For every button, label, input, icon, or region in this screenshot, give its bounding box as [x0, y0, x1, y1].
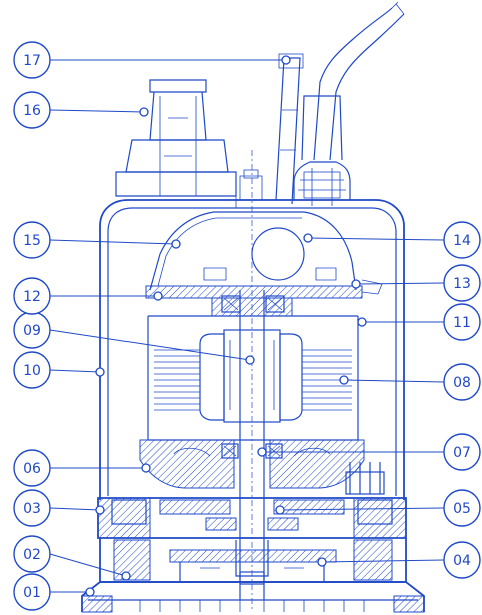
- callout-leader-05: [279, 507, 445, 511]
- discharge-outlet: [115, 79, 237, 197]
- callout-11: 11: [443, 303, 481, 341]
- callout-circle-11: [443, 303, 481, 341]
- callout-16: 16: [13, 91, 51, 129]
- callout-circle-13: [443, 264, 481, 302]
- callout-pointer-12: [153, 291, 163, 301]
- callout-01: 01: [13, 573, 51, 611]
- lifting-handle: [275, 53, 304, 205]
- callout-leader-08: [343, 379, 445, 383]
- callout-pointer-02: [121, 571, 131, 581]
- callout-07: 07: [443, 433, 481, 471]
- callout-number-13: 13: [453, 276, 471, 292]
- callout-pointer-08: [339, 375, 349, 385]
- callout-leader-09: [49, 329, 251, 361]
- callout-number-17: 17: [23, 53, 41, 69]
- motor-stator: [147, 315, 359, 441]
- callout-17: 17: [13, 41, 51, 79]
- cable-gland: [293, 95, 351, 206]
- callout-leader-13: [355, 282, 445, 285]
- callout-circle-06: [13, 449, 51, 487]
- callout-pointer-13: [351, 279, 361, 289]
- callout-pointer-01: [85, 587, 95, 597]
- callout-pointer-14: [303, 233, 313, 243]
- callout-09: 09: [13, 311, 51, 349]
- callout-circle-04: [443, 541, 481, 579]
- callout-15: 15: [13, 221, 51, 259]
- callout-number-11: 11: [453, 315, 471, 331]
- callout-circle-08: [443, 363, 481, 401]
- rotor-shaft: [223, 150, 281, 612]
- stator-laminations-left: [154, 349, 200, 411]
- power-cable: [313, 1, 405, 161]
- callout-circle-14: [443, 221, 481, 259]
- callout-number-02: 02: [23, 547, 41, 563]
- inner-cover: [149, 211, 357, 291]
- callout-pointer-17: [281, 55, 291, 65]
- callout-leader-16: [49, 109, 145, 113]
- callout-number-03: 03: [23, 501, 41, 517]
- callout-05: 05: [443, 489, 481, 527]
- callout-leader-04: [321, 559, 445, 563]
- callout-leader-02: [49, 553, 127, 577]
- callout-number-07: 07: [453, 445, 471, 461]
- callout-pointer-16: [139, 107, 149, 117]
- callout-circle-02: [13, 535, 51, 573]
- callout-number-15: 15: [23, 233, 41, 249]
- callout-number-05: 05: [453, 501, 471, 517]
- callout-leaders: [49, 55, 445, 597]
- callout-pointer-04: [317, 557, 327, 567]
- callout-number-10: 10: [23, 363, 41, 379]
- callout-06: 06: [13, 449, 51, 487]
- callout-circle-05: [443, 489, 481, 527]
- callout-04: 04: [443, 541, 481, 579]
- callout-pointer-06: [141, 463, 151, 473]
- callout-pointer-03: [95, 505, 105, 515]
- callout-circle-03: [13, 489, 51, 527]
- callout-leader-14: [307, 237, 445, 241]
- callout-14: 14: [443, 221, 481, 259]
- callout-number-04: 04: [453, 553, 471, 569]
- callout-10: 10: [13, 351, 51, 389]
- callout-number-12: 12: [23, 289, 41, 305]
- callout-circle-15: [13, 221, 51, 259]
- base-strainer: [81, 581, 425, 613]
- callout-circle-01: [13, 573, 51, 611]
- callout-circle-17: [13, 41, 51, 79]
- callout-number-09: 09: [23, 323, 41, 339]
- callout-leader-10: [49, 369, 101, 373]
- callout-pointer-10: [95, 367, 105, 377]
- callout-number-06: 06: [23, 461, 41, 477]
- seal-chamber: [97, 462, 407, 539]
- callout-number-16: 16: [23, 103, 41, 119]
- callout-circle-07: [443, 433, 481, 471]
- callout-13: 13: [443, 264, 481, 302]
- callout-circle-12: [13, 277, 51, 315]
- callout-02: 02: [13, 535, 51, 573]
- callout-number-14: 14: [453, 233, 471, 249]
- callout-number-01: 01: [23, 585, 41, 601]
- callout-labels: 01 02 03 04 05 06 07 08 09 10 11 12 13 14 15 16 17: [13, 41, 481, 611]
- callout-circle-10: [13, 351, 51, 389]
- callout-08: 08: [443, 363, 481, 401]
- callout-leader-15: [49, 239, 177, 245]
- stator-laminations-right: [302, 349, 352, 411]
- callout-pointer-07: [257, 447, 267, 457]
- callout-03: 03: [13, 489, 51, 527]
- callout-pointer-05: [275, 505, 285, 515]
- callout-circle-16: [13, 91, 51, 129]
- callout-pointer-11: [357, 317, 367, 327]
- callout-pointer-09: [245, 355, 255, 365]
- callout-12: 12: [13, 277, 51, 315]
- callout-leader-03: [49, 507, 101, 511]
- callout-number-08: 08: [453, 375, 471, 391]
- callout-pointer-15: [171, 239, 181, 249]
